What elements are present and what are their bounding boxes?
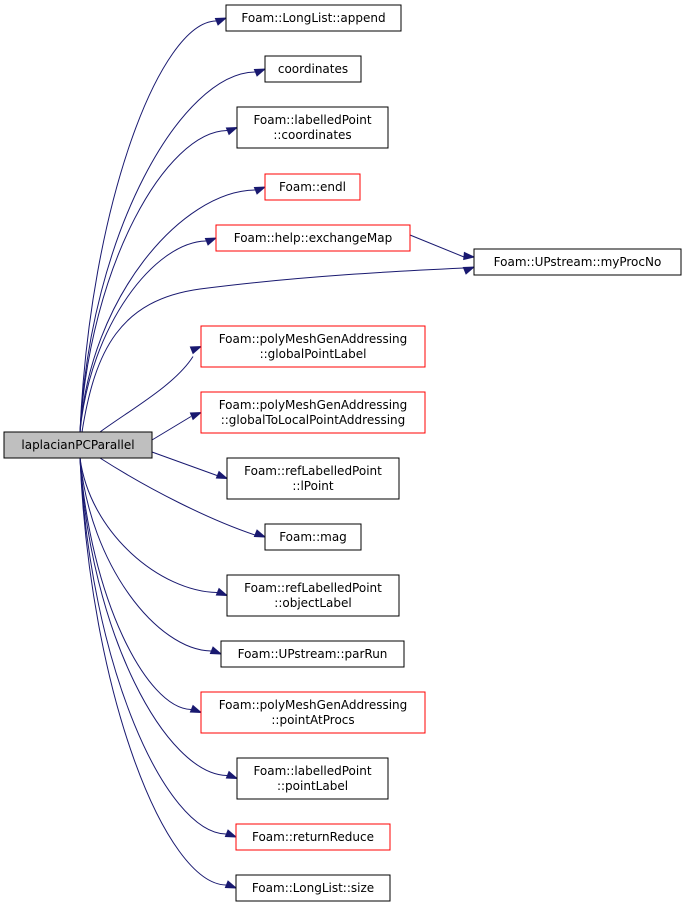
node-label-mag-0: Foam::mag (279, 530, 347, 544)
node-append[interactable]: Foam::LongList::append (225, 4, 402, 32)
node-globalPointLabel[interactable]: Foam::polyMeshGenAddressing::globalPoint… (200, 325, 426, 368)
edge-root-to-exchangeMap (79, 240, 207, 433)
node-box-exchangeMap (215, 224, 411, 252)
arrowhead-globalPointLabel (189, 345, 203, 355)
node-box-size (235, 874, 391, 902)
node-size[interactable]: Foam::LongList::size (235, 874, 391, 902)
node-globalToLocal[interactable]: Foam::polyMeshGenAddressing::globalToLoc… (200, 391, 426, 434)
node-box-coordinates (264, 55, 362, 83)
arrowhead-size (224, 880, 238, 889)
node-label-globalToLocal-0: Foam::polyMeshGenAddressing (219, 398, 408, 412)
node-lPoint[interactable]: Foam::refLabelledPoint::lPoint (226, 457, 400, 500)
arrowhead-returnReduce (224, 829, 238, 838)
edge-root-to-size (79, 457, 227, 886)
arrowhead-objectLabel (215, 587, 229, 597)
edge-root-to-mag (99, 457, 256, 536)
node-box-objectLabel (226, 574, 400, 617)
node-label-append-0: Foam::LongList::append (241, 11, 385, 25)
arrowhead-lPoint (215, 470, 229, 480)
node-label-pointLabel-1: ::pointLabel (277, 779, 348, 793)
arrowhead-lp_coordinates (225, 126, 239, 136)
node-box-lPoint (226, 457, 400, 500)
arrowhead-globalToLocal (189, 411, 203, 421)
node-label-returnReduce-0: Foam::returnReduce (252, 830, 374, 844)
edge-root-to-returnReduce (79, 457, 227, 835)
arrowhead-mag (253, 529, 267, 538)
edge-root-to-pointAtProcs (79, 457, 192, 710)
edge-root-to-myProcNo (81, 267, 465, 433)
node-label-lPoint-1: ::lPoint (292, 479, 334, 493)
node-objectLabel[interactable]: Foam::refLabelledPoint::objectLabel (226, 574, 400, 617)
node-label-objectLabel-1: ::objectLabel (274, 596, 351, 610)
node-box-pointLabel (236, 757, 389, 800)
node-root[interactable]: laplacianPCParallel (3, 431, 153, 459)
node-returnReduce[interactable]: Foam::returnReduce (235, 823, 391, 851)
node-label-pointLabel-0: Foam::labelledPoint (253, 764, 371, 778)
node-box-mag (264, 523, 362, 551)
node-label-size-0: Foam::LongList::size (252, 881, 374, 895)
node-box-parRun (220, 640, 405, 668)
node-label-lp_coordinates-1: ::coordinates (273, 128, 351, 142)
node-pointLabel[interactable]: Foam::labelledPoint::pointLabel (236, 757, 389, 800)
node-myProcNo[interactable]: Foam::UPstream::myProcNo (473, 248, 682, 276)
edge-root-to-globalToLocal (151, 416, 192, 441)
node-box-returnReduce (235, 823, 391, 851)
node-box-lp_coordinates (236, 106, 389, 149)
arrowhead-endl (253, 186, 267, 195)
node-label-lp_coordinates-0: Foam::labelledPoint (253, 113, 371, 127)
edge-root-to-lPoint (151, 451, 218, 476)
edge-root-to-parRun (79, 457, 212, 652)
node-label-exchangeMap-0: Foam::help::exchangeMap (234, 231, 393, 245)
edge-root-to-endl (79, 189, 256, 433)
arrowhead-exchangeMap (204, 237, 218, 246)
arrowhead-append (214, 17, 228, 26)
node-label-globalPointLabel-0: Foam::polyMeshGenAddressing (219, 332, 408, 346)
node-box-pointAtProcs (200, 691, 426, 734)
node-label-coordinates-0: coordinates (278, 62, 348, 76)
node-box-endl (264, 173, 361, 201)
node-parRun[interactable]: Foam::UPstream::parRun (220, 640, 405, 668)
node-pointAtProcs[interactable]: Foam::polyMeshGenAddressing::pointAtProc… (200, 691, 426, 734)
node-label-objectLabel-0: Foam::refLabelledPoint (244, 581, 382, 595)
node-exchangeMap[interactable]: Foam::help::exchangeMap (215, 224, 411, 252)
arrowhead-myProcNo (462, 266, 476, 275)
node-label-myProcNo-0: Foam::UPstream::myProcNo (494, 255, 662, 269)
arrowhead-coordinates (253, 68, 267, 77)
node-label-parRun-0: Foam::UPstream::parRun (238, 647, 388, 661)
node-label-root-0: laplacianPCParallel (21, 438, 134, 452)
edge-root-to-append (79, 20, 217, 433)
edges-layer (79, 17, 476, 889)
node-label-pointAtProcs-1: ::pointAtProcs (271, 713, 354, 727)
node-box-globalPointLabel (200, 325, 426, 368)
arrowhead-myProcNo (463, 251, 476, 261)
node-mag[interactable]: Foam::mag (264, 523, 362, 551)
nodes-layer: laplacianPCParallel Foam::LongList::appen… (3, 4, 682, 902)
edge-exchangeMap-to-myProcNo (409, 234, 465, 258)
edge-root-to-coordinates (79, 71, 256, 433)
node-box-root (3, 431, 153, 459)
edge-root-to-globalPointLabel (99, 356, 194, 433)
edge-root-to-lp_coordinates (79, 130, 228, 433)
node-box-globalToLocal (200, 391, 426, 434)
node-coordinates[interactable]: coordinates (264, 55, 362, 83)
edge-root-to-pointLabel (79, 457, 228, 776)
node-label-endl-0: Foam::endl (279, 180, 346, 194)
node-label-globalPointLabel-1: ::globalPointLabel (260, 347, 367, 361)
node-box-append (225, 4, 402, 32)
edge-root-to-objectLabel (79, 457, 218, 593)
node-box-myProcNo (473, 248, 682, 276)
node-label-lPoint-0: Foam::refLabelledPoint (244, 464, 382, 478)
arrowhead-pointLabel (225, 770, 239, 780)
arrowhead-parRun (209, 646, 223, 655)
node-lp_coordinates[interactable]: Foam::labelledPoint::coordinates (236, 106, 389, 149)
node-endl[interactable]: Foam::endl (264, 173, 361, 201)
node-label-globalToLocal-1: ::globalToLocalPointAddressing (221, 413, 406, 427)
node-label-pointAtProcs-0: Foam::polyMeshGenAddressing (219, 698, 408, 712)
arrowhead-pointAtProcs (189, 704, 203, 714)
